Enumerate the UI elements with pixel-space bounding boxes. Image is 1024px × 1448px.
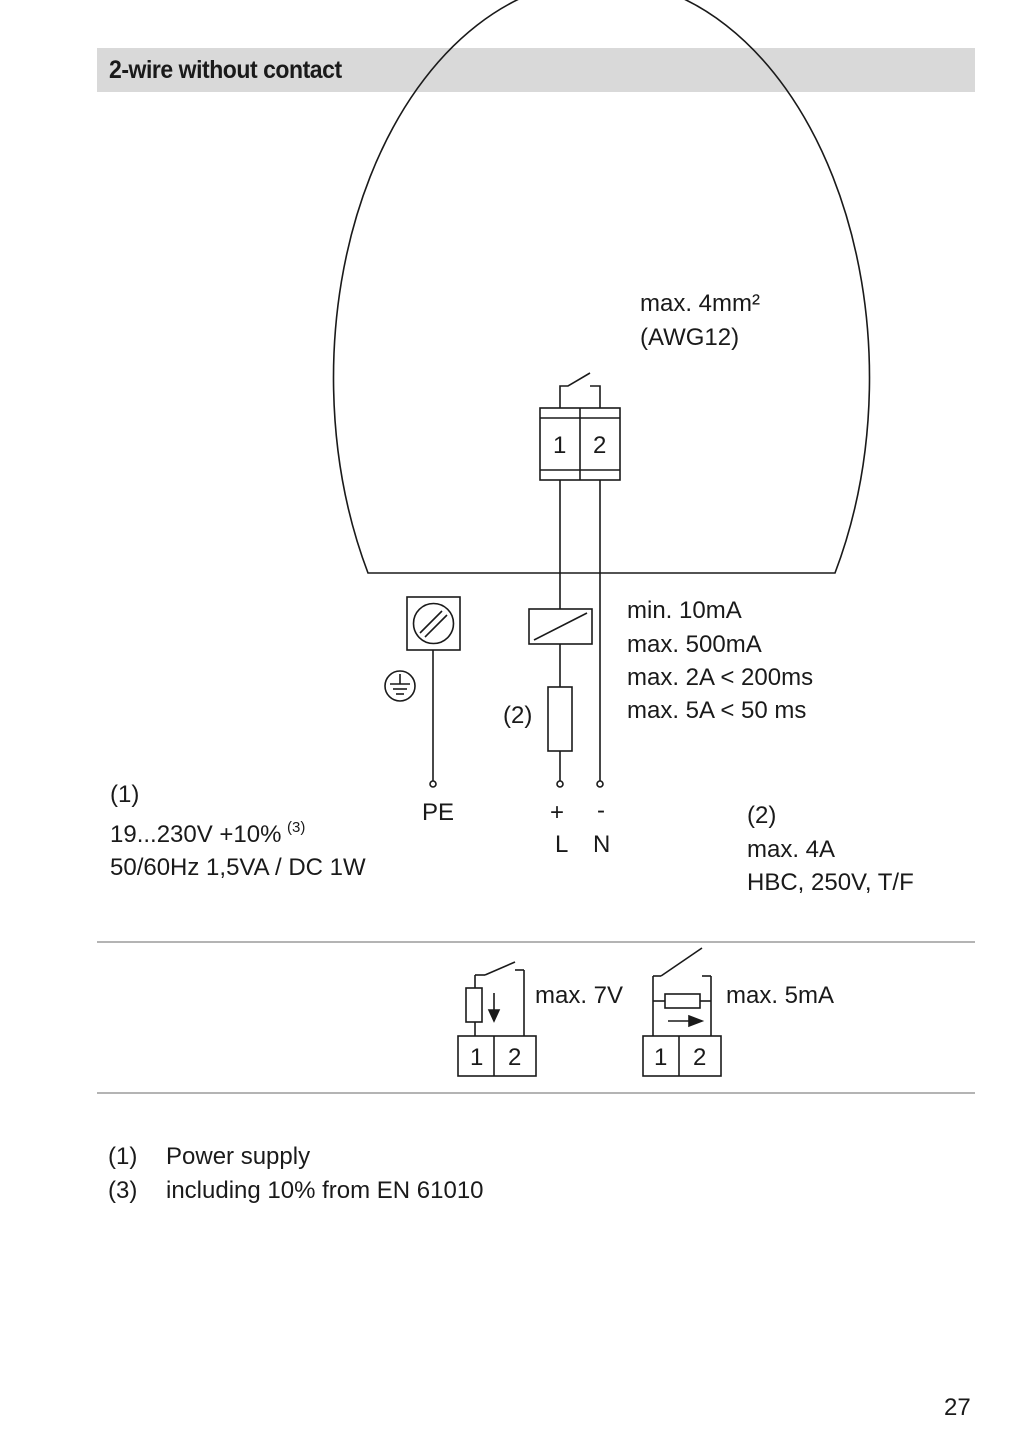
supply-voltage: 19...230V +10%	[110, 821, 281, 848]
fuse-label: (2)	[503, 702, 532, 729]
current-terminal-2: 2	[693, 1044, 706, 1071]
footnote-item: (1) Power supply	[108, 1140, 484, 1174]
current-spec: max. 2A < 200ms	[627, 664, 813, 691]
fuse-note-marker: (2)	[747, 802, 776, 829]
footnotes: (1) Power supply (3) including 10% from …	[108, 1140, 484, 1208]
footnote-number: (1)	[108, 1143, 138, 1170]
earth-terminal-icon	[406, 596, 461, 651]
pe-label: PE	[422, 799, 454, 826]
supply-note-marker: (1)	[110, 781, 139, 808]
page-number: 27	[944, 1394, 971, 1421]
current-spec: max. 500mA	[627, 631, 762, 658]
terminal-1-label: 1	[553, 432, 566, 459]
supply-power: 50/60Hz 1,5VA / DC 1W	[110, 854, 366, 881]
N-label: N	[593, 831, 610, 858]
fuse-note-type: HBC, 250V, T/F	[747, 869, 914, 896]
plus-label: +	[550, 799, 564, 826]
footnote-number: (3)	[108, 1177, 138, 1204]
footnote-text: including 10% from EN 61010	[166, 1177, 484, 1204]
current-limit-label: max. 5mA	[726, 982, 834, 1009]
section-header: 2-wire without contact	[97, 48, 975, 92]
voltage-terminal-1: 1	[470, 1044, 483, 1071]
housing-outline	[332, 0, 871, 574]
footnote-text: Power supply	[166, 1143, 311, 1170]
current-spec: max. 5A < 50 ms	[627, 697, 806, 724]
wire-gauge-label: (AWG12)	[640, 324, 739, 351]
section-title: 2-wire without contact	[109, 56, 342, 84]
current-load-example	[642, 947, 722, 1077]
supply-footnote-ref: (3)	[287, 819, 305, 836]
wire-size-label: max. 4mm²	[640, 290, 760, 317]
contact-switch-icon	[559, 372, 601, 408]
fuse-icon	[547, 686, 573, 752]
voltage-limit-label: max. 7V	[535, 982, 623, 1009]
terminal-2-label: 2	[593, 432, 606, 459]
voltage-load-example	[457, 961, 537, 1077]
current-terminal-1: 1	[654, 1044, 667, 1071]
L-label: L	[555, 831, 568, 858]
footnote-item: (3) including 10% from EN 61010	[108, 1174, 484, 1208]
minus-label: -	[597, 797, 605, 824]
voltage-terminal-2: 2	[508, 1044, 521, 1071]
fuse-note-rating: max. 4A	[747, 836, 835, 863]
current-spec: min. 10mA	[627, 597, 742, 624]
ground-icon	[384, 670, 416, 702]
